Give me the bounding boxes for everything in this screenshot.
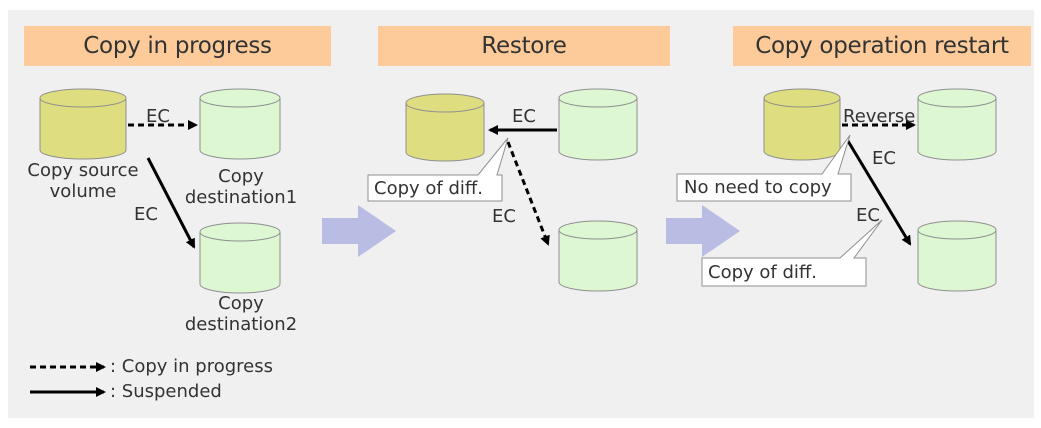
restart-source-volume-cylinder bbox=[763, 88, 841, 161]
ec-label: EC bbox=[146, 106, 170, 127]
copy-destination2-label-line1: Copy bbox=[218, 293, 264, 314]
no-need-to-copy-callout-shape bbox=[676, 134, 852, 202]
restore-destination2-cylinder bbox=[558, 220, 638, 292]
ec-label: EC bbox=[492, 206, 516, 227]
ec-suspended-arrow bbox=[146, 157, 196, 249]
copy-destination2-label-line2: destination2 bbox=[184, 314, 298, 335]
diagram-canvas bbox=[8, 10, 1034, 418]
restore-copy-of-diff-callout-shape bbox=[367, 137, 509, 202]
no-need-to-copy-callout: No need to copy bbox=[684, 177, 832, 198]
copy-destination2-label: Copy destination2 bbox=[166, 293, 316, 335]
restart-copy-of-diff-callout: Copy of diff. bbox=[708, 262, 818, 283]
legend-copy-in-progress: : Copy in progress bbox=[110, 356, 274, 377]
panel-title-restore: Restore bbox=[378, 26, 670, 66]
ec-label: EC bbox=[512, 106, 536, 127]
copy-destination1-label-line2: destination1 bbox=[184, 187, 298, 208]
copy-source-volume-label-line1: Copy source bbox=[27, 160, 139, 181]
copy-source-volume-cylinder bbox=[39, 88, 127, 160]
restart-ec-suspended-arrow bbox=[846, 140, 912, 246]
ec-label: EC bbox=[856, 205, 880, 226]
restore-source-volume-cylinder bbox=[405, 93, 485, 162]
copy-destination1-label: Copy destination1 bbox=[166, 166, 316, 208]
ec-label: EC bbox=[134, 204, 158, 225]
restore-destination1-cylinder bbox=[558, 88, 638, 161]
copy-destination1-cylinder bbox=[199, 88, 281, 160]
reverse-label: Reverse bbox=[843, 106, 916, 127]
ec-label: EC bbox=[872, 148, 896, 169]
restart-destination1-cylinder bbox=[917, 88, 997, 161]
copy-source-volume-label: Copy source volume bbox=[16, 160, 150, 202]
panel-title-copy-operation-restart: Copy operation restart bbox=[733, 26, 1031, 66]
flow-arrow-1 bbox=[322, 205, 396, 257]
panel-title-copy-in-progress: Copy in progress bbox=[24, 26, 331, 66]
copy-destination1-label-line1: Copy bbox=[218, 166, 264, 187]
flow-arrow-2 bbox=[666, 205, 740, 257]
copy-destination2-cylinder bbox=[199, 222, 281, 294]
restore-ec-copy-in-progress-arrow bbox=[506, 141, 550, 246]
restart-destination2-cylinder bbox=[917, 220, 997, 292]
legend-suspended: : Suspended bbox=[110, 381, 222, 402]
restart-copy-of-diff-callout-shape bbox=[701, 219, 883, 287]
restore-copy-of-diff-callout: Copy of diff. bbox=[374, 178, 484, 199]
copy-source-volume-label-line2: volume bbox=[49, 181, 117, 202]
